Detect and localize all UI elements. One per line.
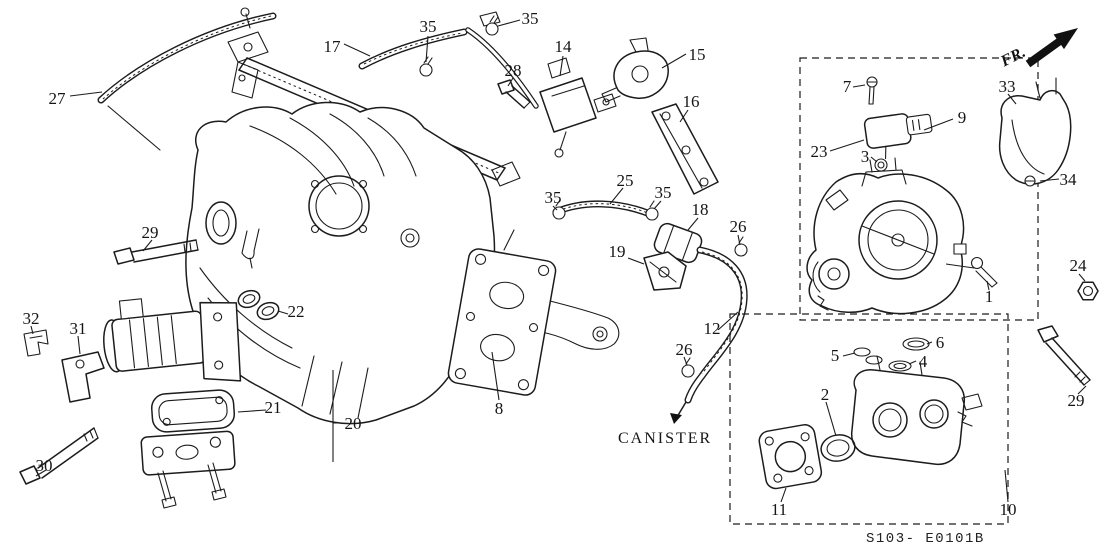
canister-label: CANISTER — [618, 430, 712, 447]
callout-4: 4 — [919, 352, 928, 371]
purge-hose-25 — [552, 200, 654, 218]
callout-15: 15 — [689, 45, 706, 64]
rubber-mount-15 — [601, 37, 669, 103]
hose-clamp-35-a — [419, 56, 433, 77]
throttle-body-group-box — [799, 57, 1039, 321]
vacuum-hose-27 — [97, 12, 277, 151]
bolt-7 — [866, 76, 878, 105]
callout-19: 19 — [609, 242, 626, 261]
intake-manifold — [185, 101, 620, 425]
callout-17: 17 — [324, 37, 342, 56]
hose-clamp-35-d — [645, 200, 659, 221]
callout-29-b: 29 — [1068, 391, 1085, 410]
map-sensor-23 — [863, 113, 933, 160]
callout-20: 20 — [345, 414, 362, 433]
callout-24: 24 — [1070, 256, 1088, 275]
hose-clamp-26-b — [681, 357, 695, 378]
o-ring-3 — [874, 158, 888, 172]
throttle-body-9 — [806, 157, 967, 315]
callout-9: 9 — [958, 108, 967, 127]
callout-26-b: 26 — [676, 340, 693, 359]
hose-clamp-26-a — [734, 236, 748, 257]
bolt-30 — [19, 427, 99, 485]
bolt-29-left — [113, 239, 199, 265]
gasket-21 — [150, 389, 236, 433]
callout-30: 30 — [36, 456, 53, 475]
lower-body-group-box — [729, 313, 1009, 525]
manifold-flange-8 — [447, 248, 557, 396]
o-rings-5 — [853, 347, 883, 365]
drawing-code: S103- E0101B — [866, 531, 985, 547]
callout-34: 34 — [1060, 170, 1078, 189]
bolt-29-right — [1037, 325, 1091, 386]
callout-35-b: 35 — [522, 9, 539, 28]
callout-23: 23 — [811, 142, 828, 161]
callout-1: 1 — [985, 287, 994, 306]
callout-3: 3 — [861, 147, 870, 166]
callout-6: 6 — [936, 333, 945, 352]
hose-clamp-35-c — [552, 199, 566, 220]
callout-21: 21 — [265, 398, 282, 417]
hose-clamp-35-b — [485, 15, 499, 36]
callout-labels: 27 17 35 35 14 28 15 16 25 35 35 18 26 1… — [23, 9, 1088, 519]
callout-25: 25 — [617, 171, 634, 190]
iac-valve-20 — [103, 298, 242, 382]
callout-2: 2 — [821, 385, 830, 404]
stay-bracket-31 — [61, 351, 105, 403]
screw-34 — [1024, 175, 1036, 187]
solenoid-valve-14 — [539, 57, 617, 158]
fr-label: FR. — [997, 44, 1028, 71]
mounting-plate-20 — [140, 430, 236, 476]
callout-35-a: 35 — [420, 17, 437, 36]
callout-8: 8 — [495, 399, 504, 418]
breather-hose-17 — [358, 28, 468, 70]
callout-31: 31 — [70, 319, 87, 338]
callout-26-a: 26 — [730, 217, 747, 236]
leader-lines — [30, 19, 1087, 503]
o-ring-4 — [888, 360, 912, 372]
callout-10: 10 — [1000, 500, 1017, 519]
o-rings-22 — [237, 289, 280, 321]
callout-33: 33 — [999, 77, 1016, 96]
callout-28: 28 — [505, 61, 522, 80]
bolt-1 — [970, 256, 998, 288]
canister-arrow — [670, 401, 687, 424]
plate-screws — [157, 462, 227, 509]
callout-27: 27 — [49, 89, 67, 108]
o-ring-6 — [902, 337, 930, 351]
callout-11: 11 — [771, 500, 787, 519]
callout-16: 16 — [683, 92, 700, 111]
callout-12: 12 — [704, 319, 721, 338]
clip-32 — [23, 329, 49, 357]
bracket-16 — [651, 103, 719, 195]
cover-33 — [998, 77, 1072, 185]
lower-body-10 — [850, 355, 983, 466]
callout-32: 32 — [23, 309, 40, 328]
callout-35-c: 35 — [545, 188, 562, 207]
flange-11 — [758, 424, 823, 490]
callout-22: 22 — [288, 302, 305, 321]
callout-18: 18 — [692, 200, 709, 219]
callout-5: 5 — [831, 346, 840, 365]
bracket-19 — [643, 251, 687, 291]
callout-14: 14 — [555, 37, 573, 56]
callout-35-d: 35 — [655, 183, 672, 202]
callout-7: 7 — [843, 77, 852, 96]
nut-24 — [1077, 281, 1099, 301]
callout-29-a: 29 — [142, 223, 159, 242]
vent-pipe — [465, 11, 539, 109]
